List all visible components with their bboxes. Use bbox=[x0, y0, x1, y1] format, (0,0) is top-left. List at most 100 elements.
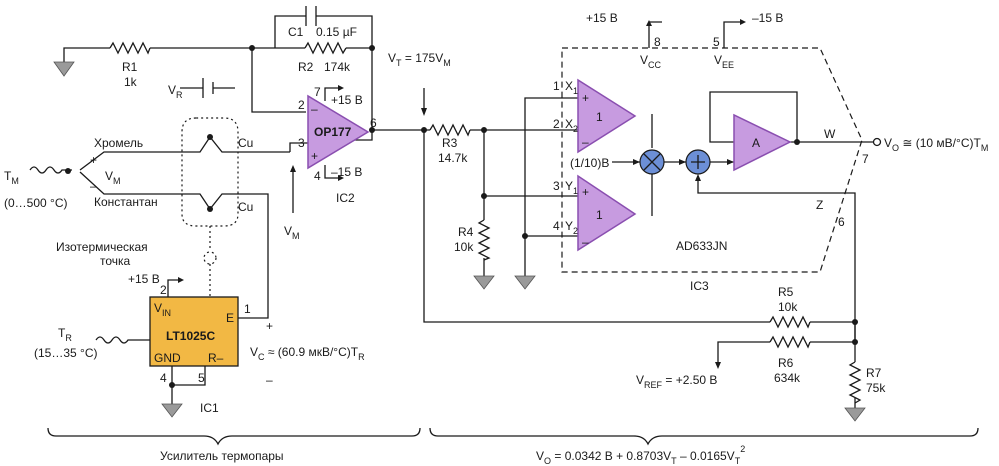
svg-text:+: + bbox=[90, 153, 97, 167]
svg-text:10k: 10k bbox=[778, 300, 798, 314]
svg-text:+: + bbox=[311, 149, 318, 163]
vt-eq: = 175V bbox=[402, 51, 444, 65]
svg-text:Z: Z bbox=[816, 198, 823, 212]
mpin1: 1 bbox=[553, 79, 560, 93]
lt-vin-sub: IN bbox=[162, 308, 171, 318]
tr-range: (15…35 °C) bbox=[34, 346, 98, 360]
lt-plus15: +15 В bbox=[128, 272, 160, 286]
lt-pin1: 1 bbox=[244, 302, 251, 316]
buf-x-gain: 1 bbox=[596, 110, 603, 124]
r6-resistor bbox=[769, 335, 811, 349]
vc-label: V bbox=[250, 345, 258, 359]
svg-text:2: 2 bbox=[298, 98, 305, 112]
svg-text:1: 1 bbox=[244, 302, 251, 316]
svg-text:Cu: Cu bbox=[238, 136, 253, 150]
vt-label: V bbox=[388, 51, 396, 65]
vref-sub: REF bbox=[644, 380, 663, 390]
cu-top: Cu bbox=[238, 136, 253, 150]
arrowheads bbox=[178, 19, 746, 369]
buf-x-minus: – bbox=[582, 135, 589, 149]
vr-capacitor bbox=[202, 78, 214, 98]
tm-label: T bbox=[4, 169, 12, 183]
svg-text:5: 5 bbox=[198, 371, 205, 385]
svg-text:3: 3 bbox=[553, 179, 560, 193]
vm-arrow-sub: M bbox=[292, 231, 300, 241]
ic3-pin5: 5 bbox=[713, 35, 720, 49]
svg-text:R6: R6 bbox=[778, 356, 794, 370]
op-minus-sign: – bbox=[311, 102, 318, 116]
r2-value: 174k bbox=[324, 60, 351, 74]
svg-text:R5: R5 bbox=[778, 285, 794, 299]
svg-text:3: 3 bbox=[298, 136, 305, 150]
svg-text:Изотермическая: Изотермическая bbox=[56, 240, 148, 254]
labels: C1 0.15 µF R 1 1k R2 174k VR V T = 175V M O… bbox=[4, 11, 988, 415]
vc-tail-sub: R bbox=[358, 352, 365, 362]
ad633-label: AD633JN bbox=[676, 239, 727, 253]
tr-label: T bbox=[58, 326, 66, 340]
svg-text:4: 4 bbox=[553, 219, 560, 233]
svg-text:–: – bbox=[311, 102, 318, 116]
svg-text:Cu: Cu bbox=[238, 200, 253, 214]
svg-text:R2: R2 bbox=[298, 60, 314, 74]
op177-label: OP177 bbox=[314, 125, 352, 139]
vc-tail: ≈ (60.9 мкВ/°C)T bbox=[265, 345, 359, 359]
svg-text:7: 7 bbox=[862, 152, 869, 166]
c1-value: 0.15 µF bbox=[316, 25, 357, 39]
ground-icon bbox=[53, 61, 75, 77]
ic3-pin7: 7 bbox=[862, 152, 869, 166]
svg-text:+: + bbox=[582, 91, 589, 105]
svg-text:1: 1 bbox=[596, 208, 603, 222]
svg-text:E: E bbox=[226, 311, 234, 325]
y2-label: Y bbox=[565, 219, 573, 233]
vref-label: V bbox=[636, 373, 644, 387]
op-minus15: –15 В bbox=[331, 165, 362, 179]
x2-label: X bbox=[565, 117, 573, 131]
ic3-pin8: 8 bbox=[654, 35, 661, 49]
y1-sub: 1 bbox=[573, 186, 578, 196]
ground-icon bbox=[844, 407, 866, 422]
lt-r: R– bbox=[208, 351, 224, 365]
x1-sub: 1 bbox=[573, 86, 578, 96]
svg-text:–: – bbox=[582, 135, 589, 149]
svg-text:1: 1 bbox=[553, 79, 560, 93]
svg-text:+15 В: +15 В bbox=[331, 93, 363, 107]
iso-label-1: Изотермическая bbox=[56, 240, 148, 254]
svg-text:2: 2 bbox=[553, 117, 560, 131]
vm-sub: M bbox=[113, 176, 121, 186]
svg-text:VR: VR bbox=[168, 83, 183, 100]
ground-icon bbox=[514, 275, 536, 290]
ic2-label: IC2 bbox=[336, 191, 355, 205]
op-plus15: +15 В bbox=[331, 93, 363, 107]
vc-plus: + bbox=[266, 319, 273, 333]
r1-value: 1k bbox=[124, 75, 138, 89]
ground-icon bbox=[161, 403, 183, 418]
svg-text:0.15 µF: 0.15 µF bbox=[316, 25, 357, 39]
buffer-y-amp bbox=[577, 174, 637, 252]
svg-text:W: W bbox=[824, 127, 836, 141]
svg-text:634k: 634k bbox=[774, 371, 801, 385]
ic3-label: IC3 bbox=[690, 279, 709, 293]
svg-text:4: 4 bbox=[160, 371, 167, 385]
lt-vin: V bbox=[154, 301, 162, 315]
vo-tail-sub: M bbox=[981, 143, 989, 153]
svg-text:VIN: VIN bbox=[154, 301, 171, 318]
vo-label: V bbox=[884, 136, 892, 150]
z-label: Z bbox=[816, 198, 823, 212]
svg-text:7: 7 bbox=[314, 85, 321, 99]
op177-opamp bbox=[307, 94, 370, 170]
r7-resistor bbox=[848, 361, 862, 404]
vcc-label: V bbox=[640, 53, 648, 67]
ic3-pin6: 6 bbox=[838, 215, 845, 229]
svg-text:174k: 174k bbox=[324, 60, 351, 74]
buf-y-gain: 1 bbox=[596, 208, 603, 222]
mpin3: 3 bbox=[553, 179, 560, 193]
svg-text:A: A bbox=[752, 136, 760, 150]
svg-text:6: 6 bbox=[370, 116, 377, 130]
tm-sub: M bbox=[11, 176, 19, 186]
svg-text:1k: 1k bbox=[124, 75, 138, 89]
mpin4: 4 bbox=[553, 219, 560, 233]
c1-label: C1 bbox=[288, 25, 304, 39]
r5-value: 10k bbox=[778, 300, 798, 314]
b-label: (1/10)B bbox=[570, 156, 609, 170]
iso-label-2: точка bbox=[100, 254, 131, 268]
